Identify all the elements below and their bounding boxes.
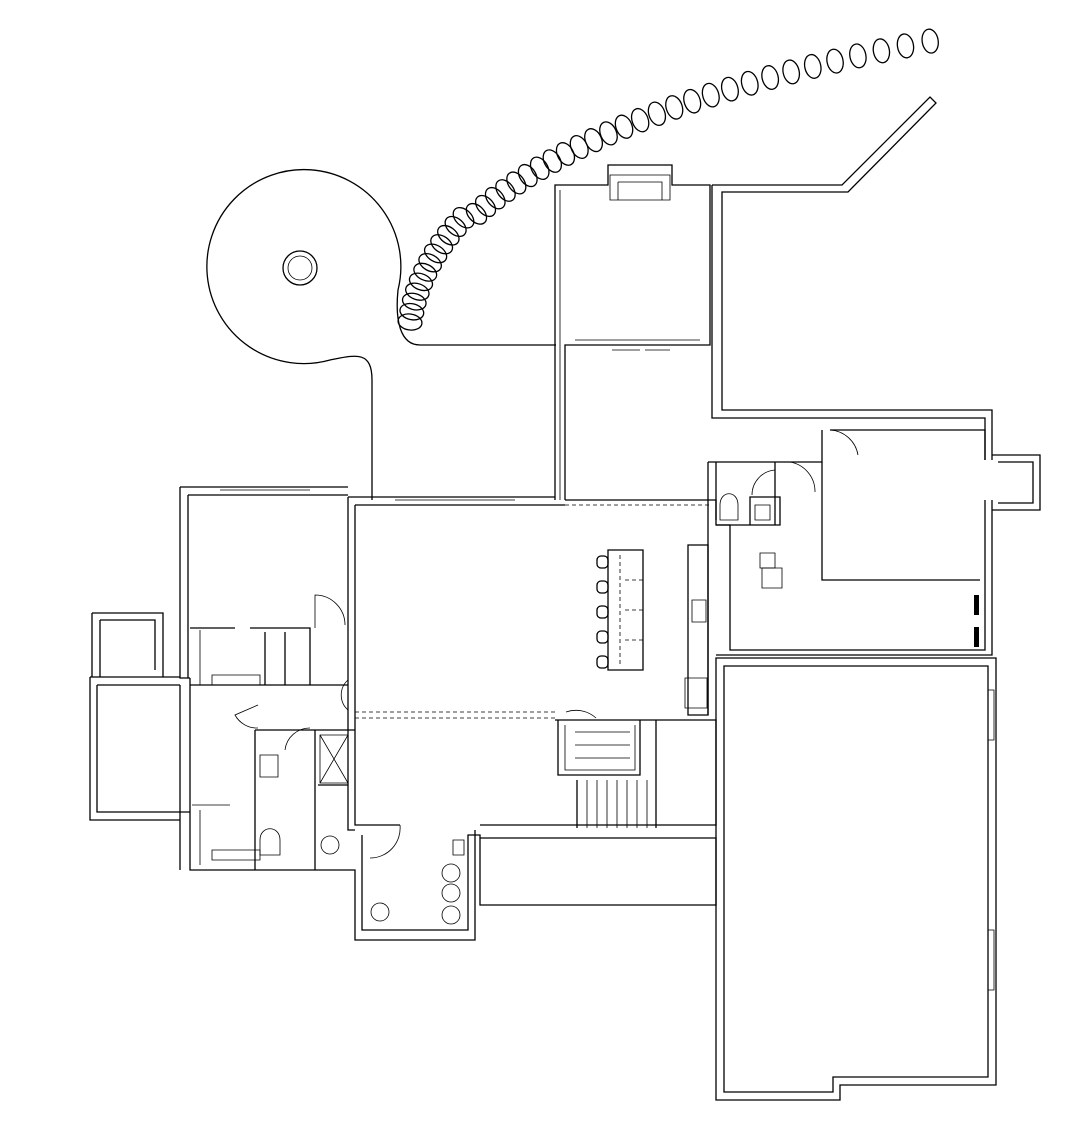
stepping-stone: [403, 280, 431, 303]
stepping-stone: [427, 231, 456, 258]
left-wing: [90, 613, 190, 820]
stepping-stone: [441, 213, 470, 241]
stepping-stone: [492, 176, 519, 205]
stepping-stone: [700, 81, 722, 109]
stepping-stone: [663, 93, 686, 121]
stepping-stone: [681, 87, 704, 115]
fenced-patio: [712, 97, 992, 460]
bar-stool: [597, 556, 608, 568]
stepping-stone: [596, 119, 620, 147]
stepping-stone: [781, 58, 802, 85]
stepping-stone: [628, 106, 651, 134]
stepping-stone: [527, 154, 553, 183]
stepping-stone: [503, 169, 530, 198]
stepping-stone: [411, 260, 440, 285]
stepping-stone-path: [397, 28, 940, 332]
bedroom-left: [180, 487, 475, 940]
stepping-stone: [581, 126, 606, 154]
stepping-stone: [759, 64, 780, 91]
bar-stool: [597, 631, 608, 643]
bar-stool: [597, 581, 608, 593]
stepping-stone: [825, 48, 846, 75]
stepping-stone: [398, 301, 425, 322]
bar-stool: [597, 656, 608, 668]
stepping-stone: [416, 250, 445, 276]
stepping-stone: [719, 75, 741, 102]
stepping-stone: [407, 270, 435, 294]
main-walls: [348, 497, 716, 830]
garage: [716, 658, 996, 1100]
stepping-stone: [896, 33, 916, 59]
kitchen-island: [597, 545, 708, 715]
stepping-stone: [802, 53, 823, 80]
stepping-stone: [612, 113, 636, 141]
sunroom: [555, 165, 710, 500]
utility-room: [708, 430, 1040, 715]
stepping-stone: [472, 192, 500, 221]
stepping-stone: [645, 100, 668, 128]
stepping-stone: [848, 43, 868, 70]
stepping-stone: [462, 200, 490, 228]
stepping-stone: [539, 147, 565, 176]
stepping-stone: [401, 291, 428, 313]
mechanical-room: [362, 835, 716, 930]
stepping-stone: [515, 161, 541, 190]
stepping-stone: [449, 204, 477, 232]
bathroom: [255, 730, 355, 870]
stepping-stone: [920, 28, 940, 54]
bar-stool: [597, 606, 608, 618]
stairs: [558, 710, 656, 828]
stepping-stone: [871, 38, 891, 65]
circular-patio: [207, 170, 556, 500]
stepping-stone: [739, 70, 761, 97]
stepping-stone: [421, 240, 450, 266]
fire-pit: [283, 251, 317, 285]
stepping-stone: [481, 184, 509, 213]
stepping-stone: [434, 222, 463, 249]
